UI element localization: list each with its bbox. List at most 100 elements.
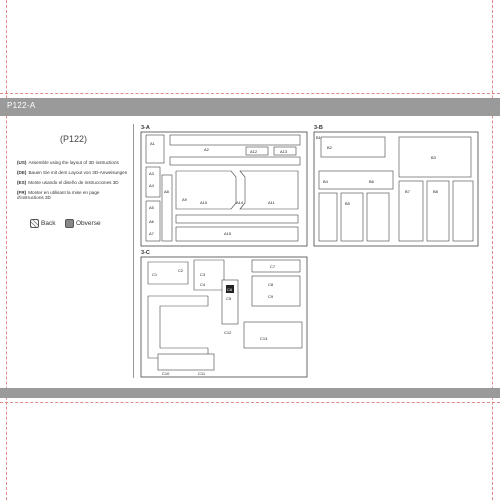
section-label-3b: 3-B xyxy=(314,125,323,131)
part-label-a2: A2 xyxy=(204,147,210,152)
part-label-a12: A12 xyxy=(250,149,258,154)
part-label-a1: A1 xyxy=(150,141,156,146)
part-b-col-2 xyxy=(340,192,364,242)
part-c-comb xyxy=(157,353,215,371)
page-header-label: P122-A xyxy=(7,101,36,110)
instruction-us: (US)Assemble using the layout of 3D inst… xyxy=(17,160,119,165)
part-label-c4: C4 xyxy=(200,282,206,287)
header-band xyxy=(0,98,500,116)
instruction-lang: (ES) xyxy=(17,180,27,185)
part-a-left-strip-2 xyxy=(145,200,161,242)
part-a-plate-left xyxy=(175,170,237,210)
part-label-c13: C13 xyxy=(260,336,268,341)
part-c6-obverse xyxy=(226,285,234,293)
section-label-3c: 3-C xyxy=(141,250,150,256)
part-label-b4: B4 xyxy=(323,179,329,184)
part-b-mid-left xyxy=(318,170,394,190)
part-label-a3: A3 xyxy=(149,171,155,176)
instruction-lang: (DE) xyxy=(17,170,27,175)
sheet-3c: C1 C2 C3 C4 C5 C6 C7 C8 C9 C10 C11 C12 C… xyxy=(140,256,308,378)
part-c-top-right xyxy=(251,259,301,273)
part-labels-b: B1 B2 B3 B4 B5 B6 B7 B8 xyxy=(316,135,439,206)
instruction-de: (DE)Bauen Sie mit dem Layout von 3D-Anwe… xyxy=(17,170,127,175)
part-label-c9: C9 xyxy=(268,294,274,299)
part-label-b5: B5 xyxy=(345,201,351,206)
part-label-a10: A10 xyxy=(200,200,208,205)
part-label-b3: B3 xyxy=(431,155,437,160)
part-a-left-strip xyxy=(145,166,161,198)
part-label-a8: A8 xyxy=(164,189,170,194)
part-c-lower-right xyxy=(243,321,303,349)
part-b-col-6 xyxy=(452,180,474,242)
bottom-cut-guide xyxy=(0,402,500,403)
legend-back: Back xyxy=(30,219,55,228)
part-label-a11: A11 xyxy=(268,200,276,205)
sheet-3b: B1 B2 B3 B4 B5 B6 B7 B8 xyxy=(313,131,479,247)
back-swatch-icon xyxy=(30,219,39,228)
part-a-left-tab xyxy=(145,134,165,164)
part-c-top-mid xyxy=(193,259,225,291)
part-b-col-5 xyxy=(426,180,450,242)
part-label-c7: C7 xyxy=(270,264,276,269)
sheet-3a: A1 A2 A3 A4 A5 A6 A7 A8 A9 A10 A11 A12 A… xyxy=(140,131,308,247)
instruction-lang: (FR) xyxy=(17,190,27,195)
top-cut-guide xyxy=(0,93,500,94)
obverse-swatch-icon xyxy=(65,219,74,228)
part-label-c8: C8 xyxy=(268,282,274,287)
part-a-small-slot xyxy=(245,146,269,156)
part-label-b8: B8 xyxy=(433,189,439,194)
left-cut-guide xyxy=(6,0,7,500)
part-b-top-right xyxy=(398,136,472,178)
part-a-top-bar xyxy=(169,134,301,146)
part-labels-c: C1 C2 C3 C4 C5 C6 C7 C8 C9 C10 C11 C12 C… xyxy=(152,264,276,376)
part-c-top-left xyxy=(147,261,189,285)
part-label-c5: C5 xyxy=(226,296,232,301)
part-b-col-4 xyxy=(398,180,424,242)
part-label-c11: C11 xyxy=(198,371,206,376)
part-label-a7: A7 xyxy=(149,231,155,236)
legend-obverse: Obverse xyxy=(65,219,101,228)
part-label-c12: C12 xyxy=(224,330,232,335)
right-cut-guide xyxy=(492,0,493,500)
part-a-lower-bar xyxy=(175,214,299,224)
panel-divider xyxy=(133,124,134,378)
part-a-bottom-bar xyxy=(175,226,299,242)
part-label-b7: B7 xyxy=(405,189,411,194)
part-a-side-rail xyxy=(161,174,173,242)
part-label-b6: B6 xyxy=(369,179,375,184)
part-label-a9: A9 xyxy=(182,197,188,202)
part-label-b1: B1 xyxy=(316,135,322,140)
page-reference: (P122) xyxy=(60,134,88,144)
instruction-text: Assemble using the layout of 3D instruct… xyxy=(28,160,119,165)
instruction-text: Monte usando el diseño de instrucciones … xyxy=(28,180,119,185)
instruction-text: Bauen Sie mit dem Layout von 3D-Anweisun… xyxy=(28,170,128,175)
part-label-a13: A13 xyxy=(280,149,288,154)
part-label-c1: C1 xyxy=(152,272,158,277)
part-c-right-block xyxy=(251,275,301,307)
section-label-3a: 3-A xyxy=(141,125,150,131)
part-label-b2: B2 xyxy=(327,145,333,150)
part-b-top-left xyxy=(320,136,386,158)
part-label-a5: A5 xyxy=(149,205,155,210)
part-a-small-slot-2 xyxy=(273,146,297,156)
footer-band xyxy=(0,388,500,398)
part-label-c6: C6 xyxy=(227,287,233,292)
part-label-c10: C10 xyxy=(162,371,170,376)
legend-obverse-label: Obverse xyxy=(76,220,101,227)
instruction-lang: (US) xyxy=(17,160,27,165)
part-b-col-1 xyxy=(318,192,338,242)
legend-back-label: Back xyxy=(41,220,56,227)
part-label-c2: C2 xyxy=(178,268,184,273)
part-a-mid-bar xyxy=(169,156,301,166)
part-b-col-3 xyxy=(366,192,390,242)
part-label-a6: A6 xyxy=(149,219,155,224)
instruction-es: (ES)Monte usando el diseño de instruccio… xyxy=(17,180,119,185)
part-labels-a: A1 A2 A3 A4 A5 A6 A7 A8 A9 A10 A11 A12 A… xyxy=(149,141,288,236)
part-a-plate-right xyxy=(239,170,299,210)
part-label-a4: A4 xyxy=(149,183,155,188)
instruction-fr: (FR)Monter en utilisant la mise en page … xyxy=(17,190,127,200)
part-label-c3: C3 xyxy=(200,272,206,277)
instruction-text: Monter en utilisant la mise en page d'in… xyxy=(17,190,100,200)
part-label-a14: A14 xyxy=(236,200,244,205)
part-label-a15: A15 xyxy=(224,231,232,236)
